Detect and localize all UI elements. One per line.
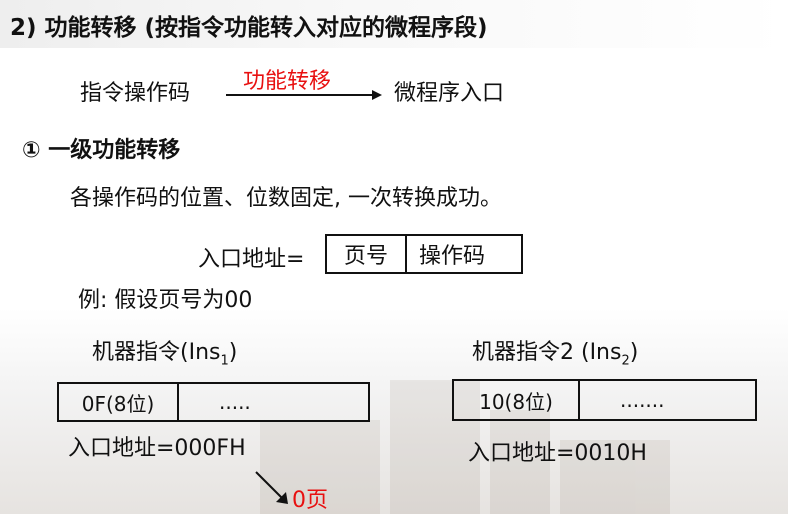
example-note: 例: 假设页号为00 [78, 288, 253, 313]
flow-arrow-label: 功能转移 [243, 69, 332, 94]
instruction-2-format: 10(8位) ....... [452, 379, 757, 421]
title-band [0, 0, 788, 48]
instruction-2-opcode-field: 10(8位) [454, 381, 580, 419]
slide-title: 2) 功能转移 (按指令功能转入对应的微程序段) [10, 15, 488, 41]
opcode-field: 操作码 [419, 244, 486, 269]
instruction-1-name: 机器指令(Ins1) [92, 340, 238, 369]
page-number-field: 页号 [327, 236, 407, 272]
section-description: 各操作码的位置、位数固定, 一次转换成功。 [70, 186, 502, 211]
instruction-1-format: 0F(8位) ..... [57, 382, 370, 422]
instruction-1-rest-field: ..... [219, 390, 251, 414]
flow-from: 指令操作码 [80, 81, 191, 106]
background-building-image [260, 360, 680, 514]
flow-to: 微程序入口 [394, 81, 505, 106]
page-result-arrow [255, 471, 288, 504]
instruction-2-name: 机器指令2 (Ins2) [472, 340, 639, 369]
entry-address-label: 入口地址= [198, 247, 305, 272]
entry-address-format: 页号 操作码 [325, 234, 523, 274]
section-heading: ① 一级功能转移 [22, 138, 181, 163]
instruction-1-opcode-field: 0F(8位) [59, 384, 179, 420]
page-result: 0页 [292, 488, 328, 513]
instruction-1-entry-address: 入口地址=000FH [68, 436, 246, 461]
instruction-2-rest-field: ....... [620, 388, 665, 412]
instruction-2-entry-address: 入口地址=0010H [468, 441, 647, 466]
flow-arrow [226, 90, 382, 100]
